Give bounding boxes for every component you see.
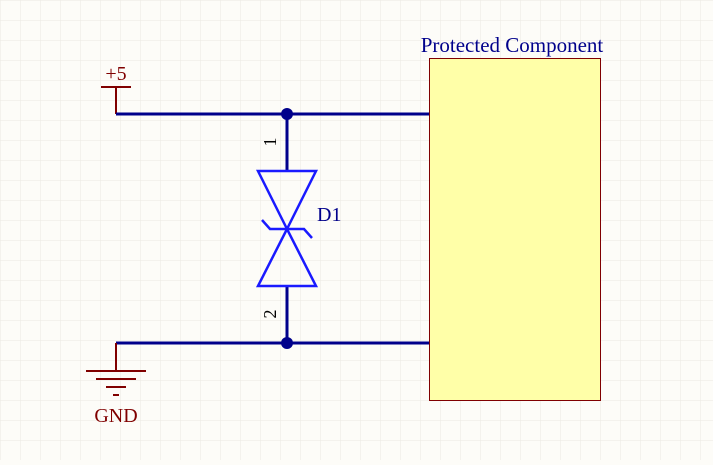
diode-pin-1-number: 1	[260, 138, 280, 147]
power-label: +5	[105, 63, 126, 85]
diode-zener-bar	[261, 219, 313, 239]
power-port-icon[interactable]: +5	[101, 63, 131, 114]
tvs-diode-icon[interactable]: 1 2 D1	[255, 114, 341, 343]
diode-upper-triangle	[255, 169, 319, 232]
protected-component[interactable]: Protected Component	[421, 33, 604, 401]
component-label: Protected Component	[421, 33, 604, 57]
diode-pin-2-number: 2	[260, 310, 280, 319]
ground-label: GND	[94, 405, 137, 427]
diode-designator: D1	[317, 204, 341, 226]
diode-lower-triangle	[255, 226, 319, 288]
ground-icon[interactable]: GND	[86, 343, 146, 427]
component-body[interactable]	[429, 58, 601, 401]
